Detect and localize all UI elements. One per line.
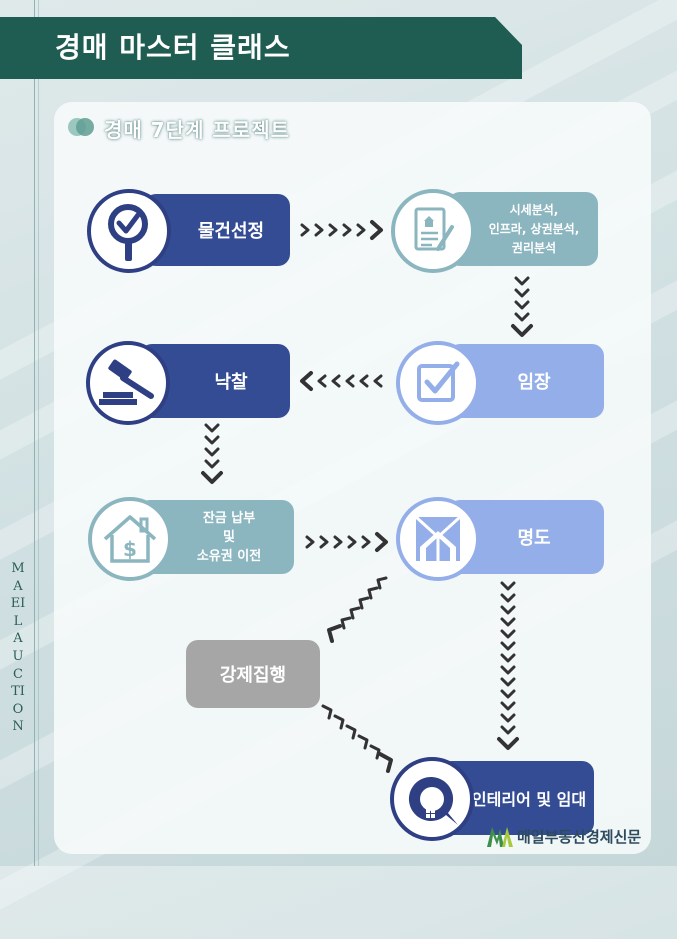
frame-line xyxy=(34,0,35,866)
step-payment-line: 잔금 납부 xyxy=(202,510,256,526)
page-title: 경매 마스터 클래스 xyxy=(55,31,291,64)
ma-logo-icon xyxy=(487,827,513,847)
step-payment-line: 소유권 이전 xyxy=(196,548,262,564)
step-final-label: 인테리어 및 임대 xyxy=(471,790,587,809)
step-attend-label: 임장 xyxy=(517,372,551,393)
step-select-label: 물건선정 xyxy=(197,221,265,242)
frame-line xyxy=(38,0,39,866)
step-evict-label: 명도 xyxy=(517,528,551,549)
arrow-select-to-analysis xyxy=(300,220,383,240)
step-analysis-line: 인프라, 상권분석, xyxy=(488,221,580,236)
step-payment-line: 및 xyxy=(223,529,235,545)
logo: 매일부동산경제신문 xyxy=(487,825,641,847)
step-analysis-line: 시세분석, xyxy=(509,202,559,217)
magnifier-check-icon xyxy=(87,189,171,273)
header-band xyxy=(0,17,522,79)
house-q-icon xyxy=(390,757,474,841)
step-analysis-line: 권리분석 xyxy=(511,240,557,255)
step-force: 강제집행 xyxy=(186,640,320,708)
section-subtitle: 경매 7단계 프로젝트 xyxy=(104,118,291,142)
step-force-label: 강제집행 xyxy=(219,665,287,686)
arrow-analysis-to-attend xyxy=(511,276,533,337)
arrow-win-to-payment xyxy=(201,423,223,484)
subtitle-dot xyxy=(76,118,94,136)
arrow-attend-to-win xyxy=(300,371,383,391)
arrow-evict-to-final xyxy=(497,581,519,750)
arrow-evict-to-force xyxy=(327,576,388,643)
vertical-brand: MAEILAUCTION xyxy=(10,561,26,735)
logo-text: 매일부동산경제신문 xyxy=(517,827,642,846)
svg-text:$: $ xyxy=(123,537,137,561)
envelope-house-icon xyxy=(396,497,480,581)
document-pen-icon xyxy=(391,189,475,273)
checkbox-icon xyxy=(396,341,480,425)
flow-arrows xyxy=(201,220,533,773)
step-win-label: 낙찰 xyxy=(214,372,248,393)
gavel-icon xyxy=(86,341,170,425)
house-dollar-icon: $ xyxy=(88,497,172,581)
arrow-force-to-final xyxy=(321,704,393,773)
arrow-payment-to-evict xyxy=(305,532,388,552)
